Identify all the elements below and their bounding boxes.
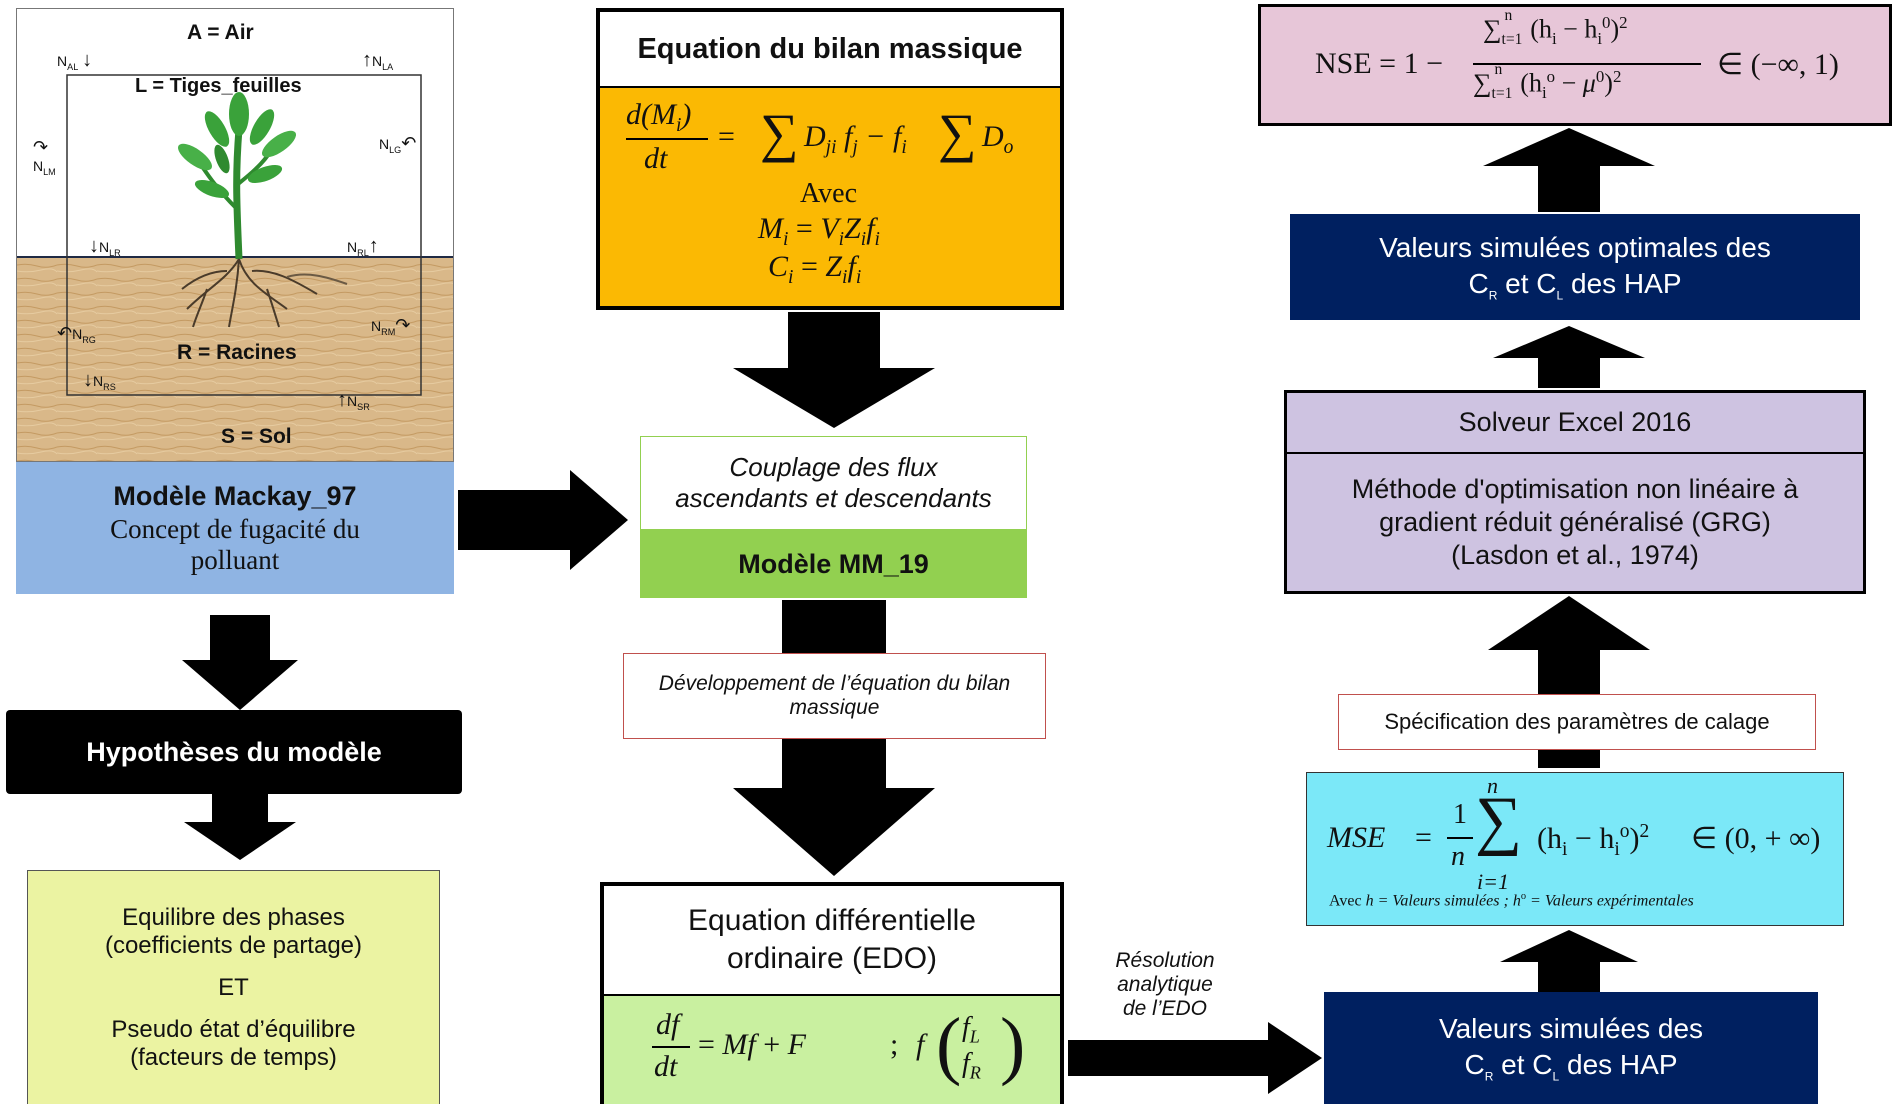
- equilibrium-line4: (facteurs de temps): [130, 1043, 337, 1071]
- arrow-solver-to-simulated-top: [1493, 326, 1645, 388]
- calibration-label-box: Spécification des paramètres de calage: [1338, 694, 1816, 750]
- development-line2: massique: [789, 696, 880, 719]
- arrow-coupling-to-dev-shaft: [782, 600, 886, 653]
- flux-label-sr: ↑NSR: [337, 389, 370, 412]
- compartment-soil-label: S = Sol: [221, 425, 292, 448]
- arrow-edo-to-simulated: [1068, 1022, 1322, 1094]
- flux-label-lm: ↷NLM: [33, 137, 56, 177]
- equilibrium-line3: Pseudo état d’équilibre: [111, 1015, 356, 1043]
- flux-label-rm: NRM↷: [371, 315, 411, 337]
- coupling-box: Couplage des flux ascendants et descenda…: [640, 436, 1027, 530]
- arrow-simulated-to-mse: [1500, 930, 1638, 992]
- mass-balance-title-box: Equation du bilan massique: [596, 8, 1064, 88]
- flux-label-lr: ↓NLR: [89, 235, 121, 258]
- nse-box: NSE = 1 − ∑t=1n(hi − hi0)2 ∑t=1n(hio − μ…: [1258, 4, 1892, 126]
- mse-lhs: MSE: [1327, 821, 1386, 854]
- flux-label-rs: ↓NRS: [83, 369, 116, 392]
- mse-equals: =: [1415, 821, 1432, 854]
- mass-balance-avec: Avec: [800, 178, 857, 209]
- solver-title-box: Solveur Excel 2016: [1284, 390, 1866, 454]
- flux-label-lg: NLG↶: [379, 133, 417, 155]
- mackay-title: Modèle Mackay_97: [113, 480, 357, 511]
- arrow-mackay-to-coupling: [458, 470, 628, 570]
- compartment-frame: [66, 74, 422, 396]
- simulated-optimal-line1: Valeurs simulées optimales des: [1379, 231, 1771, 263]
- mackay-line2: polluant: [190, 544, 280, 575]
- equilibrium-et: ET: [218, 973, 249, 1001]
- development-label-box: Développement de l’équation du bilan mas…: [623, 653, 1046, 739]
- mass-balance-mi: Mi = ViZifi: [758, 212, 880, 250]
- arrow-simulated-top-to-nse: [1483, 128, 1655, 212]
- edo-equation-box: df dt = Mf + F ; f ( fL fR ): [600, 996, 1064, 1104]
- edo-line1: Equation différentielle: [688, 904, 976, 937]
- simulated-optimal-line2: CR et CL des HAP: [1468, 267, 1682, 303]
- development-line1: Développement de l’équation du bilan: [658, 672, 1011, 695]
- mass-balance-equation-box: d(Mi) dt = ∑ Dji fj − fi ∑ Do Avec Mi = …: [596, 88, 1064, 310]
- solver-line1: Méthode d'optimisation non linéaire à: [1351, 474, 1799, 504]
- simulated-values-line2: CR et CL des HAP: [1464, 1048, 1678, 1084]
- mse-note: Avec h = Valeurs simulées ; ho = Valeurs…: [1329, 891, 1694, 910]
- nse-fraction: ∑t=1n(hi − hi0)2 ∑t=1n(hio − μ0)2: [1473, 7, 1703, 113]
- compartment-leaves-label: L = Tiges_feuilles: [135, 75, 302, 97]
- resolution-line1: Résolution: [1115, 949, 1215, 972]
- edo-title-box: Equation différentielle ordinaire (EDO): [600, 882, 1064, 996]
- resolution-label: Résolution analytique de l’EDO: [1090, 940, 1240, 1030]
- mse-frac-one: 1: [1453, 799, 1467, 830]
- simulated-optimal-box: Valeurs simulées optimales des CR et CL …: [1290, 214, 1860, 320]
- mse-body: (hi − hio)2: [1537, 821, 1650, 860]
- plant-diagram-drawing: [17, 74, 453, 461]
- mse-sum-bottom: i=1: [1477, 869, 1509, 894]
- hypotheses-title: Hypothèses du modèle: [86, 736, 382, 767]
- solver-line2: gradient réduit généralisé (GRG): [1379, 507, 1771, 537]
- resolution-line3: de l’EDO: [1122, 997, 1208, 1020]
- nse-lhs: NSE = 1 −: [1315, 47, 1444, 80]
- nse-interval: ∈ (−∞, 1): [1717, 48, 1839, 81]
- simulated-values-box: Valeurs simulées des CR et CL des HAP: [1324, 992, 1818, 1104]
- mass-balance-equation: d(Mi) dt = ∑ Dji fj − fi ∑ Do: [626, 98, 1014, 175]
- arrow-mackay-to-hypotheses: [182, 615, 298, 710]
- solver-line3: (Lasdon et al., 1974): [1451, 540, 1699, 570]
- mse-box: MSE = 1 n n ∑ i=1 (hi − hio)2 ∈ (0, + ∞)…: [1306, 772, 1844, 926]
- compartment-air-label: A = Air: [187, 21, 254, 44]
- mse-frac-n: n: [1451, 841, 1465, 872]
- mm19-model-title: Modèle MM_19: [738, 548, 929, 579]
- coupling-line1: Couplage des flux: [729, 452, 938, 482]
- equilibrium-line1: Equilibre des phases: [122, 903, 345, 931]
- plant-diagram: A = Air L = Tiges_feuilles R = Racines S…: [16, 8, 454, 462]
- mse-sum-top: n: [1487, 773, 1498, 798]
- edo-line2: ordinaire (EDO): [726, 942, 938, 975]
- resolution-line2: analytique: [1117, 973, 1213, 996]
- arrow-mse-to-solver: [1488, 596, 1650, 768]
- mackay-model-box: Modèle Mackay_97 Concept de fugacité du …: [16, 462, 454, 594]
- arrow-dev-to-edo: [733, 738, 935, 876]
- coupling-line2: ascendants et descendants: [675, 483, 992, 513]
- hypotheses-box: Hypothèses du modèle: [6, 710, 462, 794]
- flux-label-al: NAL ↓: [57, 49, 93, 72]
- mackay-line1: Concept de fugacité du: [110, 513, 360, 544]
- mse-interval: ∈ (0, + ∞): [1691, 822, 1821, 855]
- arrow-hypotheses-to-equilibrium: [184, 792, 296, 860]
- compartment-roots-label: R = Racines: [177, 341, 297, 364]
- simulated-values-line1: Valeurs simulées des: [1438, 1012, 1704, 1044]
- mse-frac-bar: [1447, 837, 1473, 839]
- flux-label-rl: NRL↑: [347, 235, 379, 258]
- mm19-model-box: Modèle MM_19: [640, 530, 1027, 598]
- flux-label-la: ↑NLA: [362, 49, 394, 72]
- edo-equation: df dt = Mf + F ; f ( fL fR ): [652, 1003, 1026, 1087]
- solver-method-box: Méthode d'optimisation non linéaire à gr…: [1284, 454, 1866, 594]
- equilibrium-box: Equilibre des phases (coefficients de pa…: [27, 870, 440, 1104]
- calibration-label: Spécification des paramètres de calage: [1384, 709, 1770, 734]
- mass-balance-title: Equation du bilan massique: [637, 32, 1023, 65]
- mse-sum-symbol: ∑: [1475, 784, 1523, 857]
- equilibrium-line2: (coefficients de partage): [104, 931, 363, 959]
- arrow-mass-to-coupling: [733, 312, 935, 428]
- roots-illustration: [181, 258, 348, 328]
- flux-label-rg: ↶NRG: [57, 323, 96, 345]
- mass-balance-ci: Ci = Zifi: [768, 250, 862, 288]
- solver-title: Solveur Excel 2016: [1458, 407, 1692, 437]
- plant-illustration: [177, 92, 297, 260]
